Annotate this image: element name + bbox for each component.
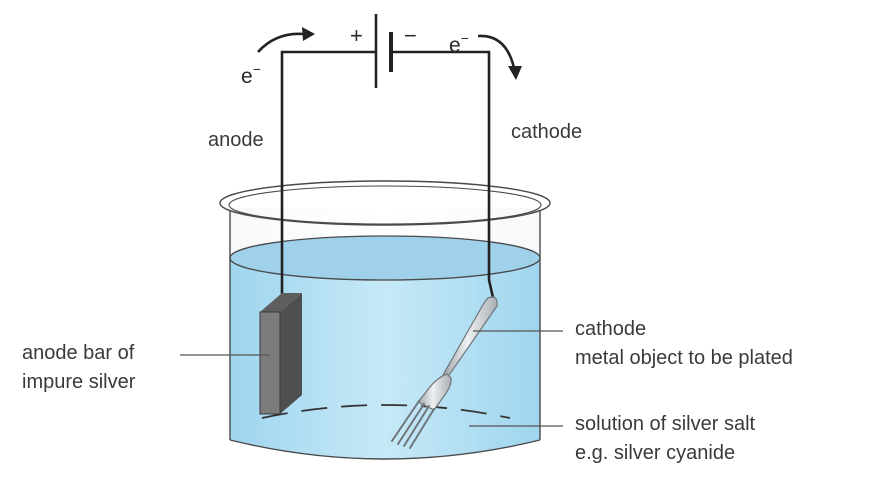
anode-label: anode <box>208 129 264 151</box>
cathode-object-label-line1: cathode <box>575 318 647 340</box>
circuit-wires <box>280 50 496 308</box>
electron-arrow-left <box>257 32 305 53</box>
solution <box>230 247 540 459</box>
electron-flow-arrows <box>257 27 522 80</box>
label-leader-lines <box>180 330 563 427</box>
electron-symbol-left: e− <box>241 59 261 87</box>
anode-bar-label-line1: anode bar of <box>22 342 135 364</box>
cathode-object-label-line2: metal object to be plated <box>575 347 793 369</box>
anode-bar <box>259 293 302 415</box>
beaker-rim <box>219 180 551 226</box>
battery-positive-sign: + <box>350 23 363 48</box>
battery-negative-sign: − <box>404 23 417 48</box>
electron-charge-left: − <box>252 61 261 77</box>
solution-surface <box>229 235 541 281</box>
fork <box>391 296 498 449</box>
anode-bar-label-line2: impure silver <box>22 371 136 393</box>
battery <box>374 14 393 88</box>
electron-charge-right: − <box>460 30 469 46</box>
beaker <box>219 180 551 460</box>
electron-letter-left: e <box>241 65 253 88</box>
solution-label-line1: solution of silver salt <box>575 413 756 435</box>
cathode-label: cathode <box>511 121 583 143</box>
electron-arrow-right <box>477 34 516 69</box>
solution-label-line2: e.g. silver cyanide <box>575 442 736 464</box>
electron-letter-right: e <box>449 34 461 57</box>
electron-symbol-right: e− <box>449 28 469 56</box>
